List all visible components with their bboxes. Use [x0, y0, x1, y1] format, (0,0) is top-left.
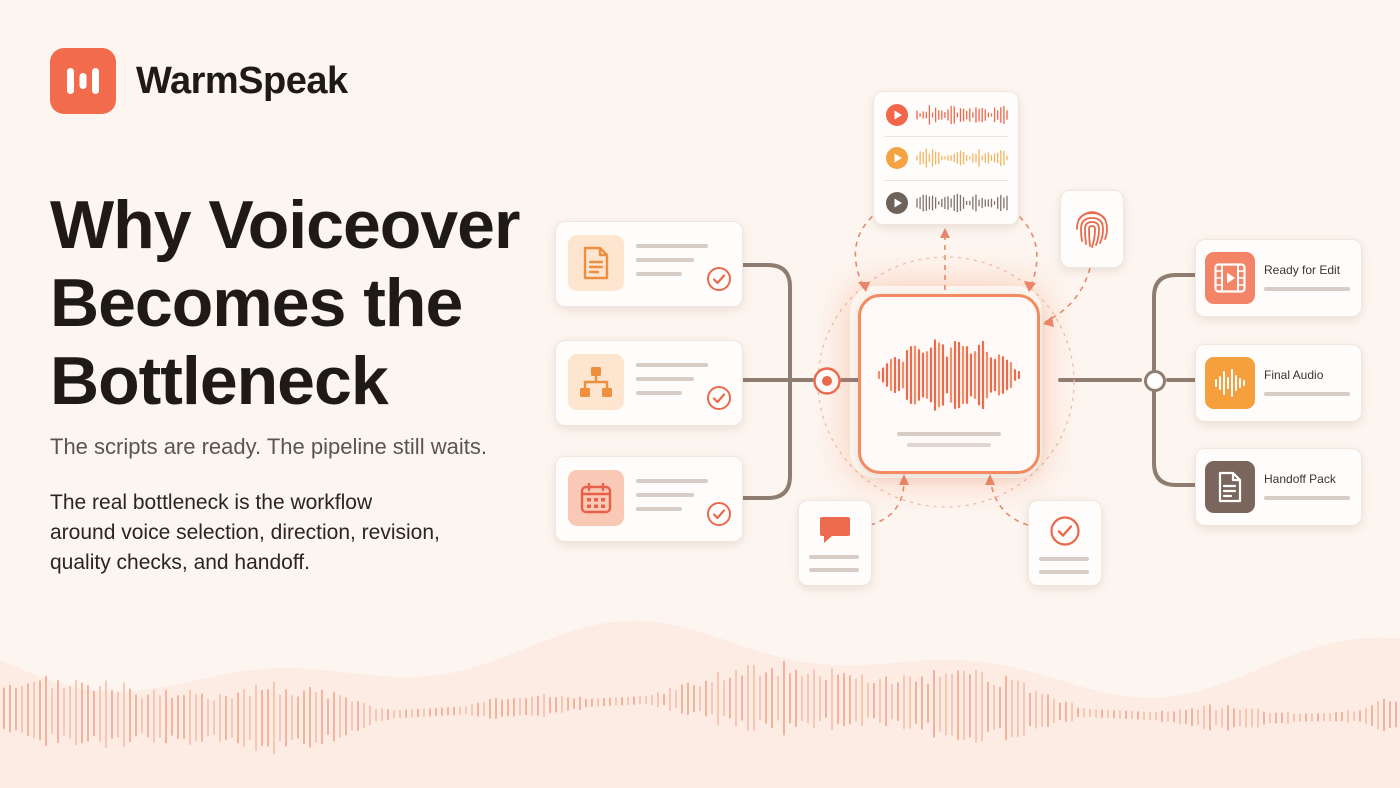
play-icon[interactable] — [886, 104, 908, 126]
body-line: quality checks, and handoff. — [50, 551, 310, 574]
org-chart-icon — [568, 354, 624, 410]
voice-waveform — [916, 105, 1008, 125]
fingerprint-card — [1060, 190, 1124, 268]
input-card-structure — [555, 340, 743, 426]
document-icon — [1205, 461, 1255, 513]
background-waveform — [0, 620, 1400, 788]
input-card-script — [555, 221, 743, 307]
fingerprint-icon — [1072, 207, 1112, 249]
check-circle-icon — [706, 266, 732, 292]
film-play-icon — [1205, 252, 1255, 304]
voice-processing-card — [858, 294, 1040, 474]
output-label: Handoff Pack — [1264, 472, 1336, 486]
voice-option-row[interactable] — [874, 92, 1018, 136]
page-title: Why Voiceover Becomes the Bottleneck — [50, 186, 570, 420]
body-text: The real bottleneck is the workflow arou… — [50, 488, 510, 578]
junction-node — [1143, 369, 1167, 393]
output-card-final-audio[interactable]: Final Audio — [1195, 344, 1362, 422]
waveform-bars-icon — [50, 48, 116, 114]
subtitle: The scripts are ready. The pipeline stil… — [50, 434, 487, 459]
check-circle-icon — [706, 385, 732, 411]
calendar-icon — [568, 470, 624, 526]
approval-card — [1028, 500, 1102, 586]
voice-waveform — [916, 148, 1008, 168]
audio-wave-icon — [1205, 357, 1255, 409]
output-label: Ready for Edit — [1264, 263, 1341, 277]
body-line: The real bottleneck is the workflow — [50, 491, 373, 514]
record-node-icon — [812, 366, 842, 396]
headline-line: Bottleneck — [50, 343, 389, 419]
feedback-card — [798, 500, 872, 586]
voice-option-row[interactable] — [874, 181, 1018, 224]
play-icon[interactable] — [886, 147, 908, 169]
headline-line: Becomes the — [50, 265, 463, 341]
document-icon — [568, 235, 624, 291]
voice-option-row[interactable] — [874, 137, 1018, 179]
comment-bubble-icon — [819, 515, 851, 545]
input-card-schedule — [555, 456, 743, 542]
output-card-ready-for-edit[interactable]: Ready for Edit — [1195, 239, 1362, 317]
output-card-handoff-pack[interactable]: Handoff Pack — [1195, 448, 1362, 526]
body-line: around voice selection, direction, revis… — [50, 521, 440, 544]
headline-line: Why Voiceover — [50, 187, 520, 263]
check-circle-icon — [706, 501, 732, 527]
play-icon[interactable] — [886, 192, 908, 214]
brand-header: WarmSpeak — [50, 48, 348, 114]
brand-name: WarmSpeak — [136, 59, 348, 102]
voice-waveform — [916, 193, 1008, 213]
check-circle-icon — [1049, 515, 1081, 547]
output-label: Final Audio — [1264, 368, 1324, 382]
voice-options-card — [873, 91, 1019, 225]
center-waveform — [877, 339, 1021, 411]
